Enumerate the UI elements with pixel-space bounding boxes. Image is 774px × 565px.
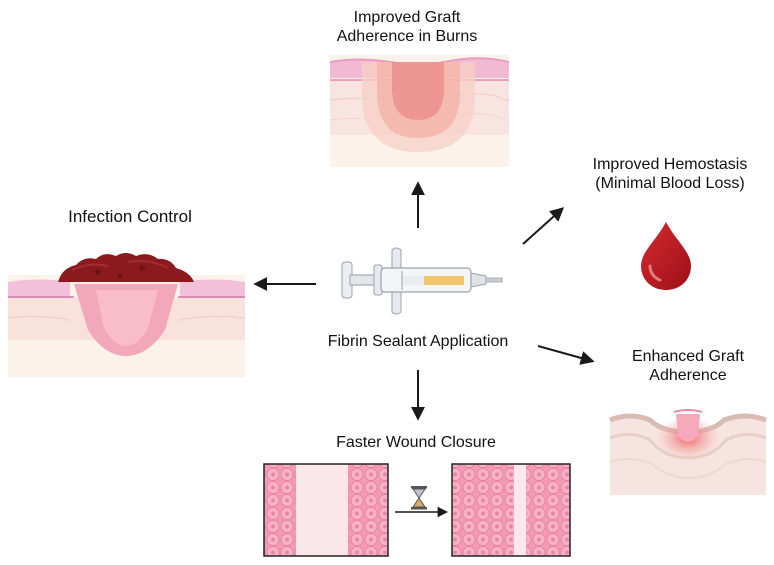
infection-control-illustration [7,253,246,377]
arrow-up-right [522,207,565,245]
infection-label: Infection Control [30,207,230,227]
wound-closure-after [451,463,571,557]
arrow-down-right [537,345,595,365]
wound-closure-before [263,463,389,557]
graft-burns-line1: Improved Graft [353,9,461,26]
wound-closure-label: Faster Wound Closure [336,434,496,451]
hemostasis-line1: Improved Hemostasis [592,156,748,173]
burn-graft-illustration [329,55,510,167]
enhanced-graft-line2: Adherence [649,367,727,385]
graft-burns-label: Improved Graft Adherence in Burns [320,8,494,46]
syringe-icon [341,247,503,315]
hourglass-icon [411,486,427,510]
enhanced-graft-label: Enhanced Graft Adherence [600,347,774,385]
center-label: Fibrin Sealant Application [327,333,509,350]
enhanced-graft-line1: Enhanced Graft [631,348,745,365]
infection-line1: Infection Control [68,207,192,226]
enhanced-graft-illustration [609,400,767,495]
blood-drop-icon [641,222,691,290]
hemostasis-line2: (Minimal Blood Loss) [595,175,745,193]
hemostasis-label: Improved Hemostasis (Minimal Blood Loss) [570,155,770,193]
graft-burns-line2: Adherence in Burns [336,28,478,46]
